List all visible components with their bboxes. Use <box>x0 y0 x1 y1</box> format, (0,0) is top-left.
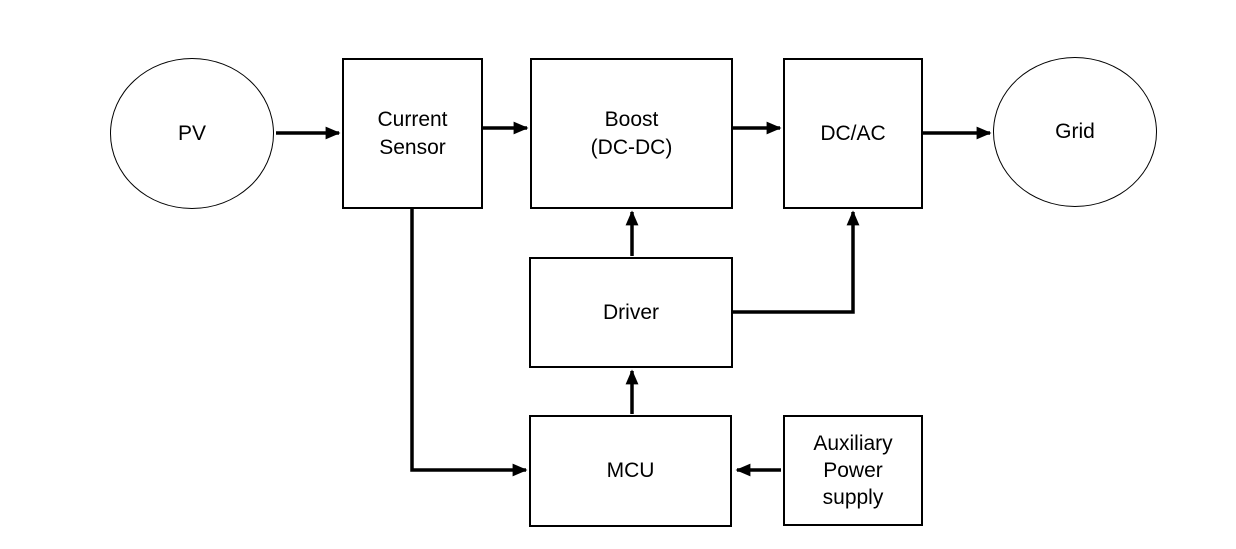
node-dcac-label: DC/AC <box>820 121 886 145</box>
node-pv-label: PV <box>177 121 206 145</box>
node-mcu-label: MCU <box>606 459 655 483</box>
node-boost-label: Boost (DC-DC) <box>590 108 673 159</box>
node-grid-label: Grid <box>1055 120 1095 144</box>
node-driver: Driver <box>529 257 733 368</box>
arrow-current-sensor-to-mcu <box>410 209 528 477</box>
node-mcu: MCU <box>529 415 732 527</box>
node-dcac: DC/AC <box>783 58 923 209</box>
node-driver-label: Driver <box>603 300 659 324</box>
arrow-driver-to-dcac <box>733 210 860 314</box>
node-grid: Grid <box>993 57 1157 207</box>
node-current-sensor: Current Sensor <box>342 58 483 209</box>
node-aux-power: Auxiliary Power supply <box>783 415 923 526</box>
node-pv: PV <box>110 58 274 209</box>
node-aux-power-label: Auxiliary Power supply <box>813 431 893 510</box>
node-current-sensor-label: Current Sensor <box>377 108 448 159</box>
node-boost: Boost (DC-DC) <box>530 58 733 209</box>
